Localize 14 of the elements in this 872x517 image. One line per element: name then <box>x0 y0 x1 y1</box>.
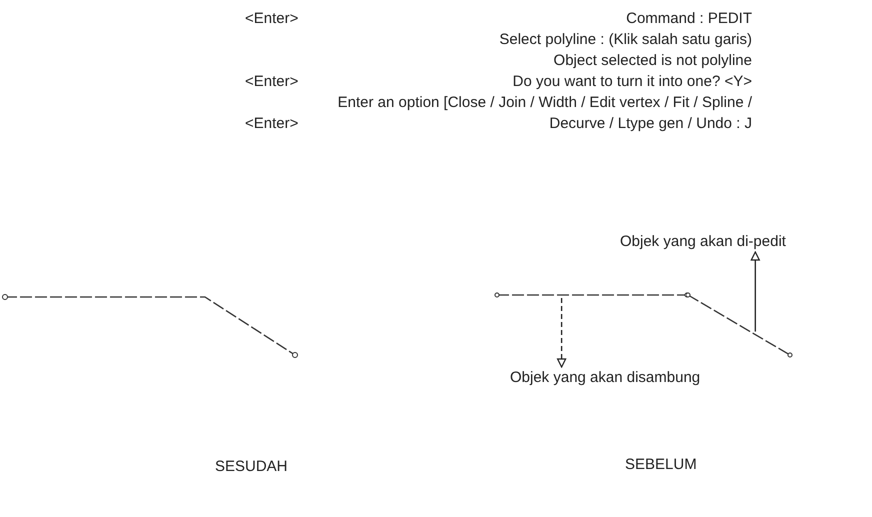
callout-text: Objek yang akan di-pedit <box>620 231 786 252</box>
command-line: Enter an option [Close / Join / Width / Edit vertex / Fit / Spline / Decurve / Ltype gen / Undo : J <box>336 93 752 134</box>
command-line: Do you want to turn it into one? <Y> <box>512 72 752 92</box>
command-line: Object selected is not polyline <box>554 51 752 71</box>
caption-label: SESUDAH <box>215 457 288 477</box>
callout-text: Objek yang akan disambung <box>510 367 700 388</box>
arrow <box>750 251 760 332</box>
caption-label: SEBELUM <box>625 455 697 475</box>
command-line: Select polyline : (Klik salah satu garis) <box>499 30 752 50</box>
arrow <box>557 298 566 368</box>
key-prompt: <Enter> <box>245 114 298 134</box>
key-prompt: <Enter> <box>245 72 298 92</box>
command-line: Command : PEDIT <box>626 9 752 29</box>
key-prompt: <Enter> <box>245 9 298 29</box>
